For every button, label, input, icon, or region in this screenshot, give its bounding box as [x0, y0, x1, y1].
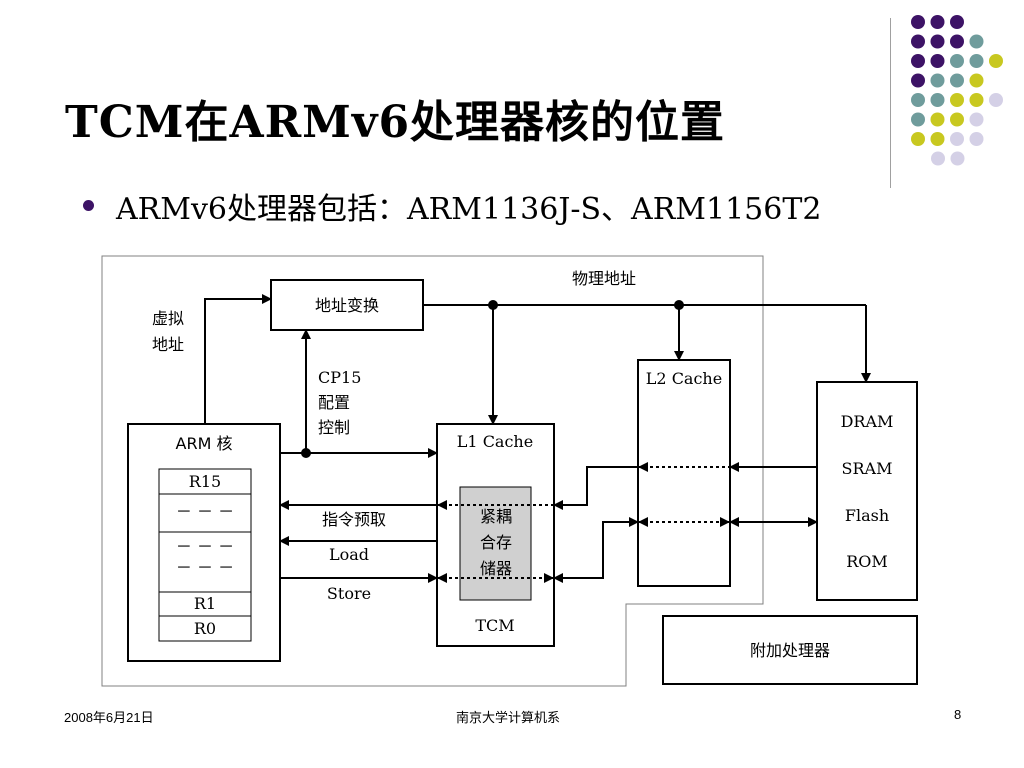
addr-translate-label: 地址变换 — [315, 296, 379, 315]
l1-l2-link-upper — [554, 466, 638, 506]
connection-lines — [204, 294, 871, 583]
decorative-dot — [911, 112, 925, 127]
memory-rom-label: ROM — [846, 552, 888, 571]
decorative-dot — [950, 151, 965, 166]
l2-inner-arrow-lower-right — [720, 517, 730, 527]
register-gap-3-label: － － － — [176, 558, 234, 577]
store-label: Store — [327, 584, 371, 603]
decorative-dot — [969, 73, 984, 88]
decorative-dot — [911, 132, 925, 146]
junction-dots — [301, 300, 684, 458]
register-r1-label: R1 — [194, 594, 216, 613]
arm-core-label: ARM 核 — [176, 434, 233, 453]
decorative-dot — [930, 112, 945, 127]
cp15-label-2: 配置 — [318, 393, 350, 412]
tcm-inner-label-1: 紧耦 — [480, 507, 512, 526]
tcm-box — [459, 486, 532, 601]
virtual-address-arrow — [204, 294, 272, 424]
bullet-icon — [83, 200, 94, 211]
decorative-dot — [911, 34, 925, 49]
virtual-address-label-2: 地址 — [152, 335, 184, 354]
decorative-dot — [950, 132, 964, 146]
register-r15-label: R15 — [189, 472, 221, 491]
l1-cache-label: L1 Cache — [457, 432, 533, 451]
decorative-dot — [950, 15, 964, 29]
register-r1 — [158, 591, 252, 617]
decorative-divider — [890, 18, 891, 188]
decorative-dot — [989, 54, 1003, 68]
tcm-inner-label-2: 合存 — [480, 533, 512, 552]
physical-address-label: 物理地址 — [572, 269, 636, 288]
decorative-dot — [930, 54, 945, 68]
l2-cache-label: L2 Cache — [646, 369, 722, 388]
inner-arrowheads — [437, 462, 730, 583]
load-label: Load — [329, 545, 369, 564]
footer-date: 2008年6月21日 — [64, 710, 154, 725]
virtual-address-label-1: 虚拟 — [152, 309, 184, 328]
memory-dram-label: DRAM — [841, 412, 894, 431]
register-gap-2-label: － － － — [176, 537, 234, 556]
register-r0-label: R0 — [194, 619, 216, 638]
l2-inner-arrow-upper — [638, 462, 648, 472]
decorative-dot — [930, 73, 945, 88]
decorative-dot — [930, 15, 945, 29]
memory-sram-label: SRAM — [842, 459, 893, 478]
register-gap-2 — [158, 531, 252, 593]
decorative-dot — [930, 132, 945, 146]
decorative-dot — [911, 15, 925, 29]
decorative-dot — [969, 54, 984, 68]
l2-inner-arrow-lower-left — [638, 517, 648, 527]
decorative-dot — [989, 93, 1003, 107]
register-r0 — [158, 615, 252, 642]
decorative-dot — [969, 112, 984, 127]
slide-title: TCM在ARMv6处理器核的位置 — [65, 97, 726, 148]
decorative-dot — [911, 54, 925, 68]
coprocessor-box — [662, 615, 918, 685]
decorative-dot — [950, 54, 964, 68]
decorative-dot — [950, 93, 964, 107]
decorative-dot — [950, 34, 964, 49]
l1-inner-arrow-lower-left — [437, 573, 447, 583]
decorative-dot — [911, 73, 925, 88]
footer-page-number: 8 — [954, 707, 962, 722]
decorative-dot — [930, 34, 945, 49]
memory-flash-label: Flash — [845, 506, 889, 525]
core-boundary-frame — [101, 255, 764, 687]
decorative-dot — [930, 93, 945, 107]
decorative-dot — [950, 112, 964, 127]
memory-box — [816, 381, 918, 601]
coprocessor-label: 附加处理器 — [750, 641, 830, 660]
l1-l2-link-lower — [554, 521, 638, 579]
dotted-pass-through-lines — [437, 466, 730, 579]
junction-dot-l1 — [488, 300, 498, 310]
footer-center-text: 南京大学计算机系 — [456, 710, 561, 725]
tcm-inner-label-3: 储器 — [480, 559, 512, 578]
l2-cache-box — [637, 359, 731, 587]
l1-inner-arrow-upper — [437, 500, 447, 510]
bullet-text: ARMv6处理器包括：ARM1136J-S、ARM1156T2 — [116, 192, 822, 227]
cp15-label-3: 控制 — [318, 418, 350, 437]
decorative-dot — [911, 93, 925, 107]
register-gap-1 — [158, 493, 252, 533]
register-gap-1-label: － － － — [176, 502, 234, 521]
addr-translate-box — [270, 279, 424, 331]
decorative-dot — [931, 151, 945, 166]
tcm-label: TCM — [475, 616, 514, 635]
decorative-dot — [969, 132, 984, 146]
register-r15 — [158, 468, 252, 495]
junction-dot-cp15 — [301, 448, 311, 458]
decorative-dot — [969, 34, 984, 49]
decorative-dot — [950, 73, 964, 88]
instr-prefetch-label: 指令预取 — [322, 510, 386, 529]
cp15-label-1: CP15 — [318, 368, 361, 387]
l1-inner-arrow-lower-right — [544, 573, 554, 583]
junction-dot-l2 — [674, 300, 684, 310]
decorative-dot — [969, 93, 984, 107]
